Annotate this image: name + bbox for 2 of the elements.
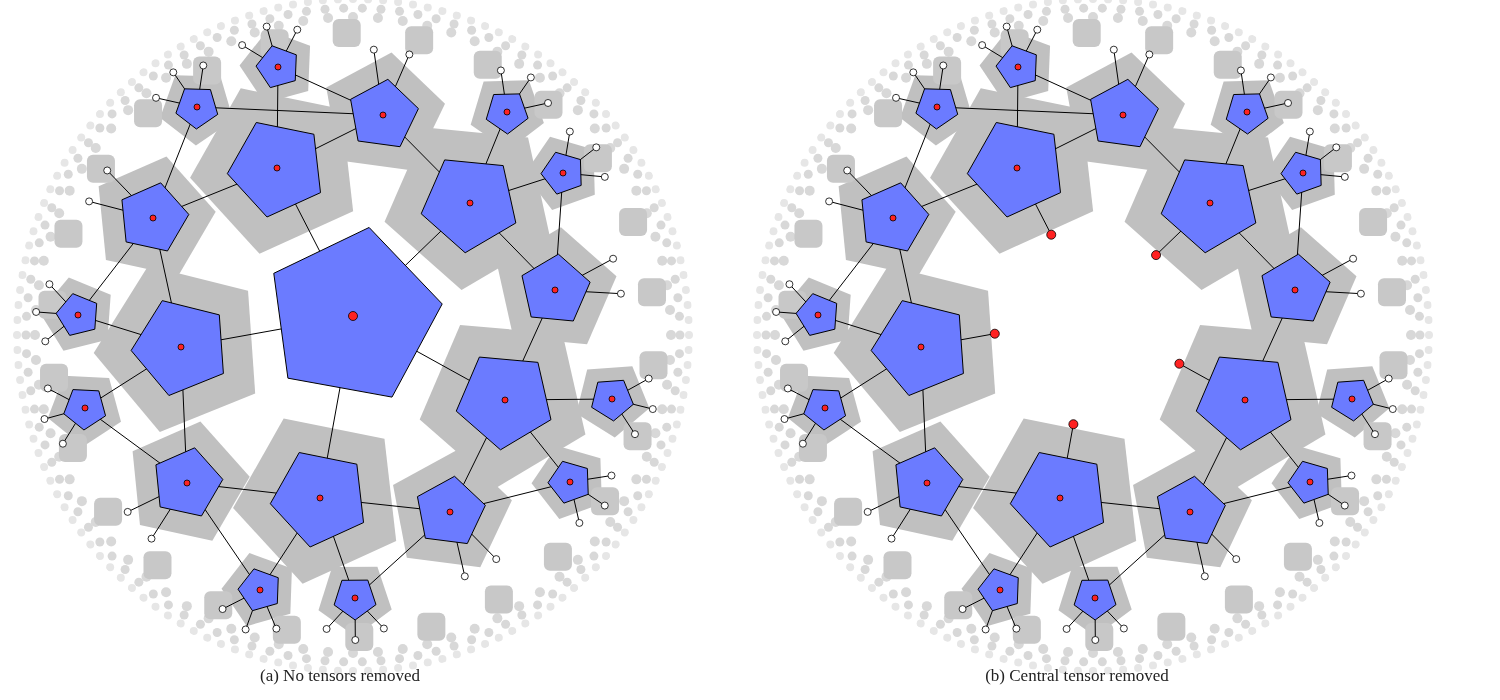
figure-caption: (b) Central tensor removed xyxy=(985,666,1169,686)
figure-caption: (a) No tensors removed xyxy=(260,666,420,686)
